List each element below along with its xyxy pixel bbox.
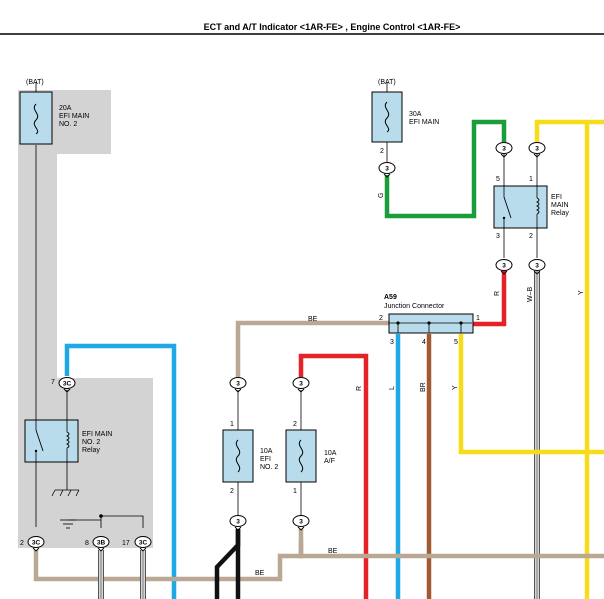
badge-af-bot-code: 3 [299, 518, 303, 525]
label-wire-y-right: Y [578, 290, 585, 295]
badge-efi2-bot: 3 [229, 515, 247, 531]
pin-af-2: 2 [293, 421, 297, 428]
relay-efi-main-label-2: MAIN [551, 202, 569, 209]
relay-efi-main-no2-label-1: EFI MAIN [82, 431, 112, 438]
badge-left-17-code: 3C [139, 539, 148, 546]
fuse-efi-main-no2-rating: 20A [59, 105, 72, 112]
pin-left-17: 17 [122, 540, 130, 547]
badge-left-8: 3B [92, 536, 110, 552]
wire-r-top [472, 271, 507, 327]
pin-efi2-1: 1 [230, 421, 234, 428]
wire-y-top [534, 119, 604, 142]
badge-left-2: 3C [27, 536, 45, 552]
connector-badges: 3 3 3 3 3 3 3 3 3 3C 3C 3B 3C [27, 142, 546, 552]
badge-left-7: 3C [58, 377, 76, 393]
bat-source-right: (BAT) [378, 79, 396, 86]
pin-relay-3: 3 [496, 233, 500, 240]
badge-left-7-code: 3C [63, 380, 72, 387]
relay-efi-main-label-1: EFI [551, 194, 562, 201]
ground-symbol-relay [51, 480, 80, 497]
fuse-efi-main-name: EFI MAIN [409, 119, 439, 126]
pin-relay-2: 2 [529, 233, 533, 240]
pin-jc-4: 4 [422, 339, 426, 346]
fuse-efi-main-no2 [19, 91, 53, 145]
fuse-efi-no2 [222, 429, 254, 483]
badge-relay-1-code: 3 [535, 145, 539, 152]
wire-black-1 [214, 529, 241, 599]
badge-relay-5: 3 [495, 142, 513, 158]
junction-name: Junction Connector [384, 303, 445, 310]
badge-af-bot: 3 [292, 515, 310, 531]
pin-jc-2: 2 [379, 315, 383, 322]
label-wire-r-mid: R [356, 386, 363, 391]
label-wire-be-right: BE [328, 548, 338, 555]
fuse-af [285, 429, 317, 483]
pin-af-1: 1 [293, 488, 297, 495]
wire-be-right [298, 540, 604, 559]
label-wire-be-top: BE [308, 316, 318, 323]
label-wire-g: G [378, 193, 385, 198]
junction-block-zone [18, 90, 153, 548]
page-title: ECT and A/T Indicator <1AR-FE> , Engine … [204, 22, 461, 32]
badge-efi2-bot-code: 3 [236, 518, 240, 525]
label-wire-r-top: R [494, 291, 501, 296]
badge-relay-2-code: 3 [535, 262, 539, 269]
relay-efi-main-label-3: Relay [551, 210, 569, 217]
pin-relay-5: 5 [496, 176, 500, 183]
badge-left-2-code: 3C [32, 539, 41, 546]
fuse-efi-no2-name2: NO. 2 [260, 464, 278, 471]
fuse-efi-no2-name: EFI [260, 456, 271, 463]
junction-connector-a59 [388, 313, 474, 334]
badge-relay-3: 3 [495, 259, 513, 275]
pin-left-8: 8 [85, 540, 89, 547]
ground-tree [60, 514, 144, 529]
fuse-efi-main-rating: 30A [409, 111, 422, 118]
badge-fuse-r: 3 [378, 162, 396, 178]
wire-be-top [235, 320, 389, 377]
junction-id: A59 [384, 294, 397, 301]
pin-jc-5: 5 [454, 339, 458, 346]
badge-af-top-code: 3 [299, 380, 303, 387]
pin-jc-1: 1 [476, 315, 480, 322]
badge-relay-1: 3 [528, 142, 546, 158]
label-wire-l: L [389, 386, 396, 390]
badge-relay-2: 3 [528, 259, 546, 275]
badge-relay-3-code: 3 [502, 262, 506, 269]
relay-efi-main-no2-label-2: NO. 2 [82, 439, 100, 446]
fuse-af-rating: 10A [324, 450, 337, 457]
relay-efi-main-no2 [24, 419, 79, 463]
fuse-efi-main-no2-name: EFI MAIN [59, 113, 89, 120]
fuse-af-name: A/F [324, 458, 335, 465]
wire-r-mid [298, 353, 369, 599]
wire-g [384, 119, 507, 219]
relay-efi-main [493, 185, 548, 229]
badge-relay-5-code: 3 [502, 145, 506, 152]
label-wire-br: BR [420, 382, 427, 392]
pin-left-7: 7 [51, 379, 55, 386]
fuse-efi-main [371, 91, 403, 143]
label-wire-y-mid: Y [452, 385, 459, 390]
pin-relay-1: 1 [529, 176, 533, 183]
wire-blue-left [64, 343, 177, 599]
pin-jc-3: 3 [390, 339, 394, 346]
fuse-efi-no2-rating: 10A [260, 448, 273, 455]
pin-efi2-2: 2 [230, 488, 234, 495]
label-wire-w-b: W–B [527, 287, 534, 303]
relay-efi-main-no2-label-3: Relay [82, 447, 100, 454]
pin-fuse-r-2: 2 [380, 148, 384, 155]
bat-source-left: (BAT) [26, 79, 44, 86]
badge-efi2-top-code: 3 [236, 380, 240, 387]
badge-fuse-r-code: 3 [385, 165, 389, 172]
fuse-efi-main-no2-name2: NO. 2 [59, 121, 77, 128]
label-wire-be-bottom: BE [255, 570, 265, 577]
pin-left-2: 2 [20, 540, 24, 547]
badge-efi2-top: 3 [229, 377, 247, 393]
badge-left-17: 3C [134, 536, 152, 552]
badge-left-8-code: 3B [97, 539, 106, 546]
wire-y-mid [458, 334, 604, 455]
badge-af-top: 3 [292, 377, 310, 393]
